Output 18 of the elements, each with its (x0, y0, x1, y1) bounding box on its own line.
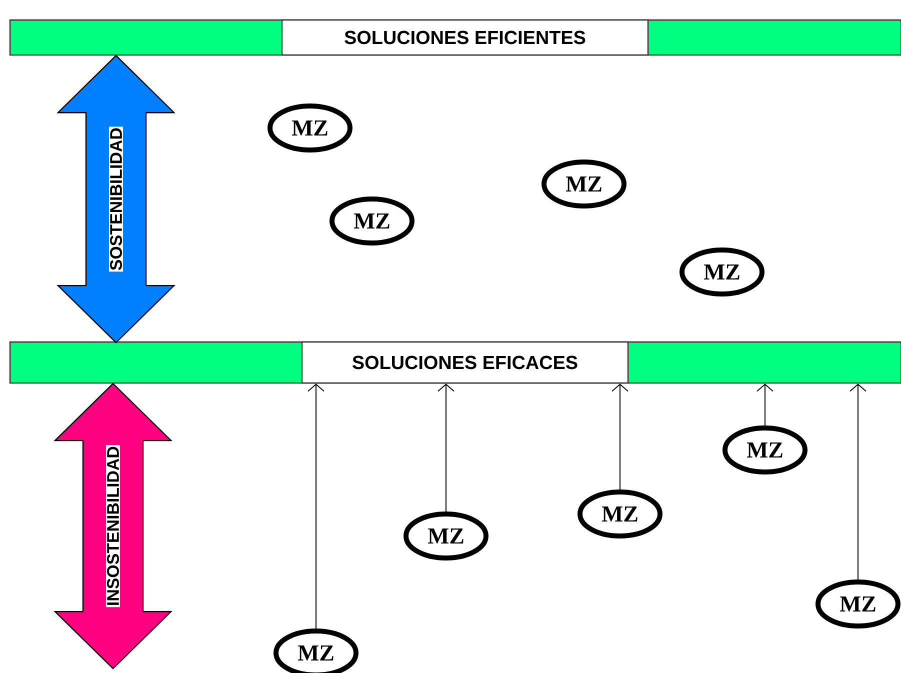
band-label: SOLUCIONES EFICACES (9, 341, 901, 384)
ellipse-node: MZ (330, 196, 414, 246)
band-label: SOLUCIONES EFICIENTES (9, 19, 901, 56)
ellipse-node: MZ (816, 579, 900, 628)
arrow (438, 384, 454, 512)
ellipse-node: MZ (722, 425, 808, 474)
edge-label: INSOSTENIBILIDAD (107, 446, 119, 605)
arrow (612, 384, 628, 490)
ellipse-node: MZ (578, 489, 662, 538)
arrow (756, 384, 774, 426)
double-arrow (54, 382, 172, 670)
arrow (308, 384, 324, 629)
ellipse-node: MZ (542, 159, 626, 208)
ellipse-node: MZ (404, 511, 488, 560)
arrow (850, 384, 866, 580)
ellipse-node: MZ (268, 103, 352, 152)
ellipse-node: MZ (680, 247, 764, 296)
edge-label: SOSTENIBILIDAD (110, 128, 122, 270)
